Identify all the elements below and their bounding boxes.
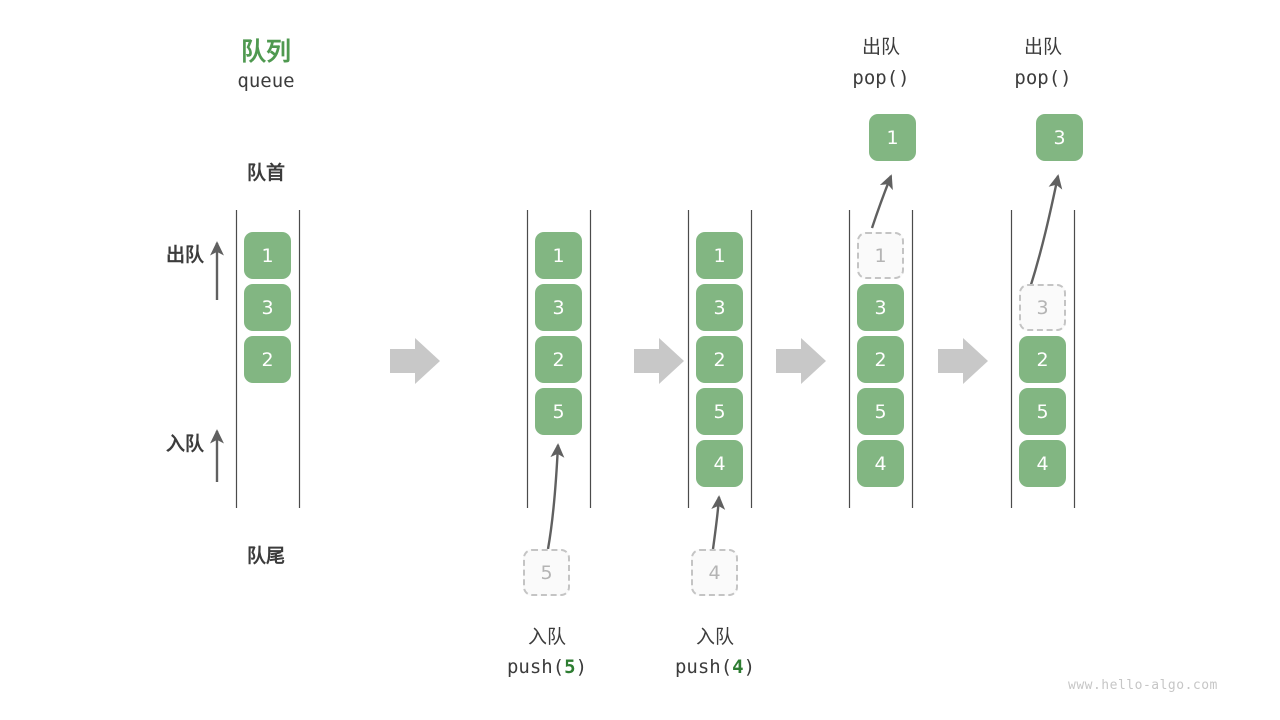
push-curve-5 bbox=[546, 443, 565, 550]
operation-label-cn: 入队 bbox=[695, 626, 734, 648]
queue-node: 2 bbox=[1019, 336, 1066, 383]
page-subtitle: queue bbox=[237, 70, 295, 92]
popped-node: 3 bbox=[1036, 114, 1083, 161]
incoming-node-placeholder: 4 bbox=[691, 549, 738, 596]
queue-node: 1 bbox=[535, 232, 582, 279]
operation-code-suffix: ) bbox=[743, 656, 756, 678]
queue-node: 2 bbox=[696, 336, 743, 383]
operation-label-code: pop() bbox=[852, 67, 910, 89]
queue-node: 1 bbox=[244, 232, 291, 279]
operation-label-cn: 入队 bbox=[527, 626, 566, 648]
queue-node: 5 bbox=[1019, 388, 1066, 435]
pop-curve-1 bbox=[870, 174, 893, 229]
queue-node: 2 bbox=[535, 336, 582, 383]
queue-node: 5 bbox=[696, 388, 743, 435]
enqueue-direction-label: 入队 bbox=[165, 433, 204, 455]
operation-label-cn: 出队 bbox=[861, 36, 900, 58]
queue-node: 5 bbox=[857, 388, 904, 435]
operation-code-value: 5 bbox=[564, 656, 576, 678]
queue-rails bbox=[235, 210, 1076, 508]
arrow-step-2-to-3 bbox=[634, 338, 684, 384]
operation-code-prefix: push( bbox=[506, 656, 565, 678]
arrow-step-4-to-5 bbox=[938, 338, 988, 384]
queue-node-new: 4 bbox=[696, 440, 743, 487]
queue-node: 4 bbox=[1019, 440, 1066, 487]
queue-node: 3 bbox=[244, 284, 291, 331]
rear-label: 队尾 bbox=[246, 545, 285, 567]
queue-node: 1 bbox=[696, 232, 743, 279]
operation-code-value: 4 bbox=[732, 656, 744, 678]
pop-curve-3 bbox=[1028, 174, 1063, 289]
operation-label-code: pop() bbox=[1014, 67, 1072, 89]
queue-node: 3 bbox=[857, 284, 904, 331]
incoming-node-placeholder: 5 bbox=[523, 549, 570, 596]
operation-code-suffix: ) bbox=[575, 656, 588, 678]
page-title: 队列 bbox=[240, 37, 291, 66]
queue-node: 2 bbox=[244, 336, 291, 383]
operation-code-prefix: push( bbox=[674, 656, 733, 678]
arrow-step-3-to-4 bbox=[776, 338, 826, 384]
arrow-step-1-to-2 bbox=[390, 338, 440, 384]
queue-node-new: 5 bbox=[535, 388, 582, 435]
queue-node: 2 bbox=[857, 336, 904, 383]
queue-node-removed: 1 bbox=[857, 232, 904, 279]
queue-node: 4 bbox=[857, 440, 904, 487]
push-curve-4 bbox=[711, 495, 726, 550]
operation-label-code: push(5) bbox=[487, 656, 607, 678]
front-label: 队首 bbox=[246, 162, 285, 184]
queue-node: 3 bbox=[696, 284, 743, 331]
operation-label-cn: 出队 bbox=[1023, 36, 1062, 58]
queue-node: 3 bbox=[535, 284, 582, 331]
popped-node: 1 bbox=[869, 114, 916, 161]
dequeue-direction-label: 出队 bbox=[165, 244, 204, 266]
queue-node-removed: 3 bbox=[1019, 284, 1066, 331]
push-curves bbox=[546, 443, 726, 550]
operation-label-code: push(4) bbox=[655, 656, 775, 678]
watermark: www.hello-algo.com bbox=[1068, 678, 1218, 693]
